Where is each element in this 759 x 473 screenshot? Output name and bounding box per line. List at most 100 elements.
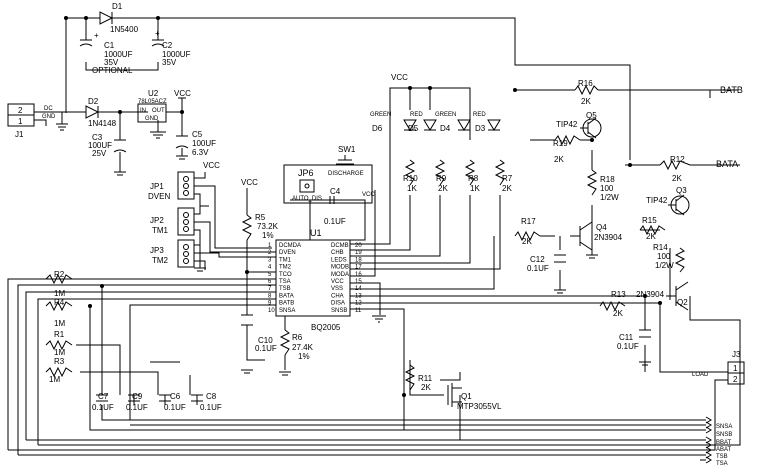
jp3-name: TM2 — [152, 256, 169, 265]
c4-ref: C4 — [330, 187, 341, 196]
u1-pin-number: 13 — [355, 293, 362, 299]
net-tsb: TSB — [716, 454, 728, 460]
resistor-r12: R12 2K — [659, 155, 691, 183]
c2-value: 1000UF — [162, 50, 191, 59]
capacitor-c11: C11 0.1UF — [617, 329, 651, 366]
r17-ref: R17 — [521, 217, 536, 226]
q5-ref: Q5 — [586, 111, 597, 120]
net-snsa: SNSA — [716, 424, 732, 430]
diode-d2: D2 1N4148 — [85, 97, 117, 128]
u1-pin-number: 9 — [268, 301, 272, 307]
q5-value: TIP42 — [556, 120, 578, 129]
u1-pin-name: DVEN — [279, 250, 296, 256]
r4-value: 1M — [54, 319, 65, 328]
mosfet-q1: Q1 MTP3055VL — [447, 383, 502, 411]
u2-ref: U2 — [148, 89, 159, 98]
r18-power: 1/2W — [600, 193, 619, 202]
c5-rating: 6.3V — [192, 148, 209, 157]
c1-rating: 35V — [104, 58, 119, 67]
d5-ref: D5 — [408, 124, 419, 133]
u1-pin-name: SNSA — [279, 308, 295, 314]
q1-ref: Q1 — [461, 392, 472, 401]
capacitor-c6: C6 0.1UF — [159, 392, 186, 412]
d4-ref: D4 — [440, 124, 451, 133]
resistor-r13: R13 2K — [599, 290, 626, 318]
j1-pin1: 1 — [18, 117, 23, 126]
q4-value: 2N3904 — [594, 233, 623, 242]
u2-gnd: GND — [145, 116, 159, 122]
r15-ref: R15 — [642, 216, 657, 225]
r18-value: 100 — [600, 184, 614, 193]
r16-ref: R16 — [578, 79, 593, 88]
c9-ref: C9 — [132, 392, 143, 401]
u1-pin-number: 14 — [355, 286, 362, 292]
u1-pin-name: SNSB — [331, 308, 347, 314]
u1-pin-name: TSB — [279, 286, 291, 292]
c3-rating: 25V — [92, 149, 107, 158]
capacitor-c5: C5 100UF 6.3V — [175, 130, 216, 160]
r1-ref: R1 — [54, 330, 65, 339]
capacitor-c12: C12 0.1UF — [527, 254, 598, 294]
net-bata: BATA — [716, 159, 738, 169]
r7-value: 2K — [502, 184, 512, 193]
vcc-label-c4: VCC — [362, 192, 375, 198]
u2-out: OUT — [152, 108, 165, 114]
resistor-r7: R7 2K — [494, 159, 513, 193]
resistor-r11: R11 2K — [404, 364, 433, 392]
u1-pin-name: DCMDA — [279, 243, 301, 249]
ground-jp3 — [194, 267, 206, 272]
c1-value: 1000UF — [104, 50, 133, 59]
r1-value: 1M — [54, 348, 65, 357]
resistor-r17: R17 2K — [514, 217, 541, 246]
resistor-r4: R4 1M — [45, 298, 73, 328]
jp3-ref: JP3 — [150, 246, 164, 255]
junction-dots — [64, 16, 662, 397]
switch-sw1: SW1 DISCHARGE — [328, 145, 364, 177]
r8-value: 1K — [470, 184, 480, 193]
r14-ref: R14 — [653, 243, 668, 252]
c7-value: 0.1UF — [92, 403, 114, 412]
ic-u1: U1 BQ2005 — [275, 228, 351, 332]
d6-ref: D6 — [372, 124, 383, 133]
capacitor-c4: C4 0.1UF VCC — [324, 187, 375, 226]
q3-value: TIP42 — [646, 196, 668, 205]
u1-pin-number: 4 — [268, 265, 272, 271]
resistor-r16: R16 2K — [574, 79, 599, 106]
r12-ref: R12 — [670, 155, 685, 164]
r2-value: 1M — [54, 289, 65, 298]
ground-u1 — [372, 315, 386, 323]
c11-ref: C11 — [619, 333, 634, 342]
u1-pin-number: 11 — [355, 308, 362, 314]
u1-pin-name: TCO — [279, 272, 292, 278]
ground-j1 — [56, 123, 68, 131]
c6-value: 0.1UF — [164, 403, 186, 412]
u1-pin-name: MODA — [331, 272, 349, 278]
u1-pin-name: TSA — [279, 279, 291, 285]
transistor-q3: Q3 TIP42 — [646, 186, 690, 216]
capacitor-c10: C10 0.1UF — [241, 314, 277, 374]
r6-value: 27.4K — [292, 343, 314, 352]
vcc-label-jp: VCC — [203, 161, 220, 170]
connector-j1: 2 1 J1 DC GND — [7, 103, 56, 139]
r14-power: 1/2W — [655, 261, 674, 270]
c8-value: 0.1UF — [200, 403, 222, 412]
d3-ref: D3 — [475, 124, 486, 133]
c11-value: 0.1UF — [617, 342, 639, 351]
d2-ref: D2 — [88, 97, 99, 106]
u1-pin-number: 3 — [268, 257, 272, 263]
r2-ref: R2 — [54, 270, 65, 279]
jumper-jp3: JP3 TM2 — [150, 239, 195, 268]
j3-ref: J3 — [732, 350, 741, 359]
u1-pin-number: 5 — [268, 272, 272, 278]
d1-value: 1N5400 — [110, 25, 139, 34]
c6-ref: C6 — [170, 392, 181, 401]
j3-pin1: 1 — [733, 364, 738, 373]
capacitor-c3: C3 100UF 25V — [88, 133, 127, 176]
q2-ref: Q2 — [677, 298, 688, 307]
jp6-label: AUTO_DIS — [292, 196, 322, 202]
jumper-jp6: JP6 AUTO_DIS — [283, 164, 373, 204]
c1-ref: C1 — [104, 41, 115, 50]
j3-pin2: 2 — [733, 375, 738, 384]
vcc-label-r5: VCC — [241, 178, 258, 187]
